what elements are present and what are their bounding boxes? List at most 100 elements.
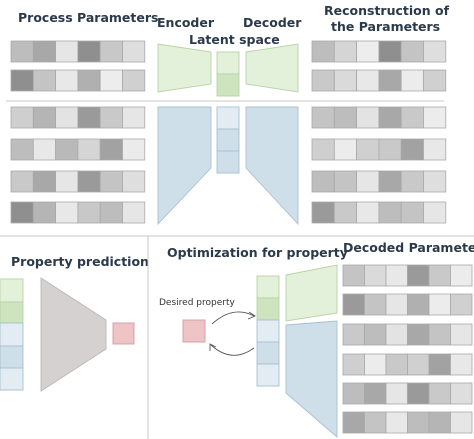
parameter-cell <box>77 106 101 129</box>
predictor-network-shape <box>40 277 107 392</box>
parameter-cell <box>77 40 101 63</box>
decoder-shape-lower <box>285 320 338 438</box>
parameter-cell <box>428 382 451 405</box>
title-latent-space: Latent space <box>189 32 280 47</box>
latent-cell <box>256 275 280 299</box>
parameter-cell <box>77 69 101 92</box>
parameter-cell <box>99 201 123 224</box>
parameter-cell <box>423 170 447 193</box>
decoded-parameters-matrix <box>342 264 473 434</box>
parameter-cell <box>333 106 357 129</box>
decoder-shape-upper <box>245 43 299 93</box>
parameter-cell <box>333 40 357 63</box>
parameter-cell <box>450 264 473 287</box>
parameter-cell <box>400 138 424 161</box>
parameter-cell <box>450 323 473 346</box>
parameter-cell <box>356 69 380 92</box>
latent-cell <box>256 297 280 321</box>
desired-property-cell <box>182 319 206 343</box>
parameter-cell <box>400 40 424 63</box>
parameter-cell <box>385 264 408 287</box>
parameter-cell <box>364 323 387 346</box>
parameter-cell <box>385 323 408 346</box>
parameter-cell <box>428 293 451 316</box>
parameter-cell <box>77 201 101 224</box>
parameter-cell <box>400 170 424 193</box>
encoder-shape-upper <box>157 43 212 93</box>
parameter-cell <box>32 106 56 129</box>
parameter-cell <box>55 201 79 224</box>
parameter-cell <box>311 69 335 92</box>
parameter-cell <box>450 353 473 376</box>
parameter-cell <box>364 382 387 405</box>
encoder-shape-lower <box>157 106 212 226</box>
parameter-cell <box>356 201 380 224</box>
parameter-cell <box>32 138 56 161</box>
predicted-property-cell <box>112 322 135 345</box>
parameter-cell <box>122 106 146 129</box>
parameter-cell <box>378 138 402 161</box>
parameter-cell <box>99 106 123 129</box>
parameter-cell <box>122 40 146 63</box>
title-process-parameters: Process Parameters <box>18 10 158 25</box>
parameter-cell <box>10 170 34 193</box>
decoder-shape-upper <box>285 264 338 322</box>
parameter-cell <box>342 411 365 434</box>
parameter-cell <box>450 411 473 434</box>
parameter-cell <box>32 40 56 63</box>
parameter-cell <box>364 353 387 376</box>
parameter-cell <box>450 382 473 405</box>
parameter-cell <box>423 201 447 224</box>
latent-cell <box>256 319 280 343</box>
title-reconstruction-line2: the Parameters <box>331 19 440 34</box>
title-encoder: Encoder <box>157 15 215 30</box>
latent-cell <box>216 106 240 130</box>
parameter-cell <box>32 201 56 224</box>
parameter-cell <box>55 138 79 161</box>
parameter-cell <box>428 264 451 287</box>
parameter-cell <box>400 69 424 92</box>
parameter-cell <box>356 138 380 161</box>
parameter-cell <box>55 106 79 129</box>
arrow-head-icon <box>247 311 256 320</box>
parameter-cell <box>342 323 365 346</box>
parameter-cell <box>385 382 408 405</box>
parameter-cell <box>364 264 387 287</box>
parameter-cell <box>99 40 123 63</box>
latent-cell <box>0 278 24 303</box>
parameter-cell <box>122 201 146 224</box>
parameter-cell <box>311 138 335 161</box>
parameter-cell <box>99 170 123 193</box>
label-desired-property: Desired property <box>159 298 235 308</box>
parameter-cell <box>400 201 424 224</box>
parameter-cell <box>423 69 447 92</box>
parameter-cell <box>407 353 430 376</box>
parameter-cell <box>55 170 79 193</box>
latent-cell <box>256 363 280 387</box>
arrow-to-desired <box>210 344 255 356</box>
parameter-cell <box>55 40 79 63</box>
arrow-to-latent <box>211 311 255 325</box>
parameter-cell <box>333 138 357 161</box>
parameter-cell <box>356 170 380 193</box>
parameter-cell <box>10 138 34 161</box>
process-parameters-matrix <box>10 40 146 224</box>
latent-cell <box>216 73 240 97</box>
parameter-cell <box>77 170 101 193</box>
parameter-cell <box>378 201 402 224</box>
parameter-cell <box>407 382 430 405</box>
parameter-cell <box>311 106 335 129</box>
parameter-cell <box>342 382 365 405</box>
parameter-cell <box>333 69 357 92</box>
parameter-cell <box>400 106 424 129</box>
parameter-cell <box>407 293 430 316</box>
parameter-cell <box>342 353 365 376</box>
parameter-cell <box>364 293 387 316</box>
parameter-cell <box>364 411 387 434</box>
parameter-cell <box>423 106 447 129</box>
parameter-cell <box>10 106 34 129</box>
parameter-cell <box>55 69 79 92</box>
parameter-cell <box>99 138 123 161</box>
